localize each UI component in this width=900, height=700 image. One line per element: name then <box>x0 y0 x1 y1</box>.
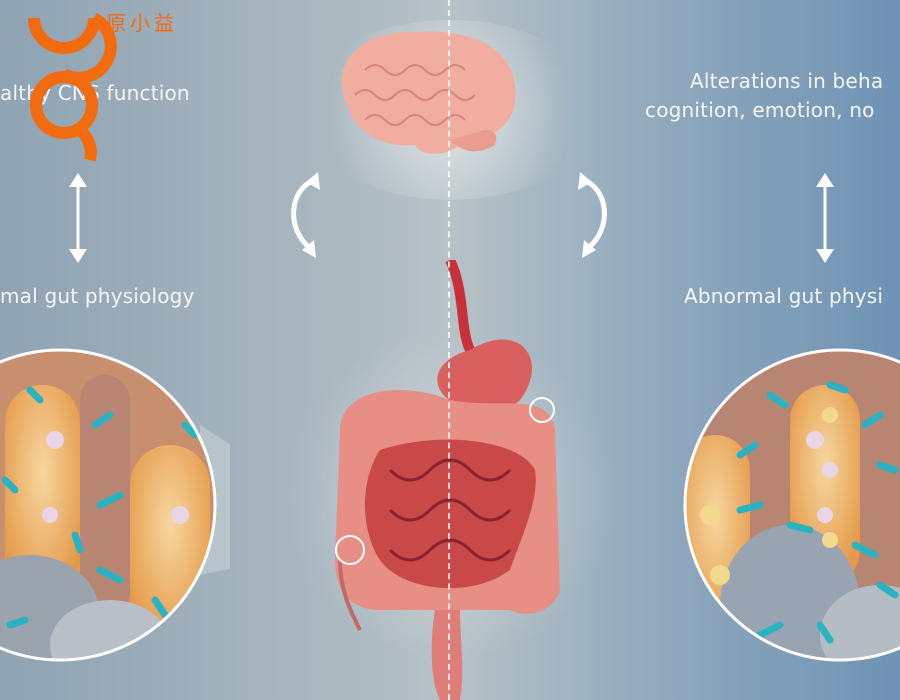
cycle-arrows-icon <box>578 172 607 258</box>
left-magnified-villi <box>0 348 230 662</box>
center-divider <box>448 0 450 700</box>
logo-watermark: 原小益 <box>28 11 174 162</box>
svg-text:原: 原 <box>106 11 126 35</box>
svg-text:小: 小 <box>130 11 150 35</box>
right-top-label-line2: cognition, emotion, no <box>645 98 875 122</box>
brain-illustration <box>341 31 516 154</box>
svg-text:益: 益 <box>154 11 174 35</box>
left-bottom-label: mal gut physiology <box>0 284 195 308</box>
gut-illustration <box>335 260 560 700</box>
right-top-label-line1: Alterations in beha <box>690 69 884 93</box>
right-magnified-villi <box>683 348 900 662</box>
right-bottom-label: Abnormal gut physi <box>684 284 884 308</box>
double-arrow-vertical-icon <box>816 173 834 263</box>
cycle-arrows-icon <box>291 172 320 258</box>
double-arrow-vertical-icon <box>69 173 87 263</box>
